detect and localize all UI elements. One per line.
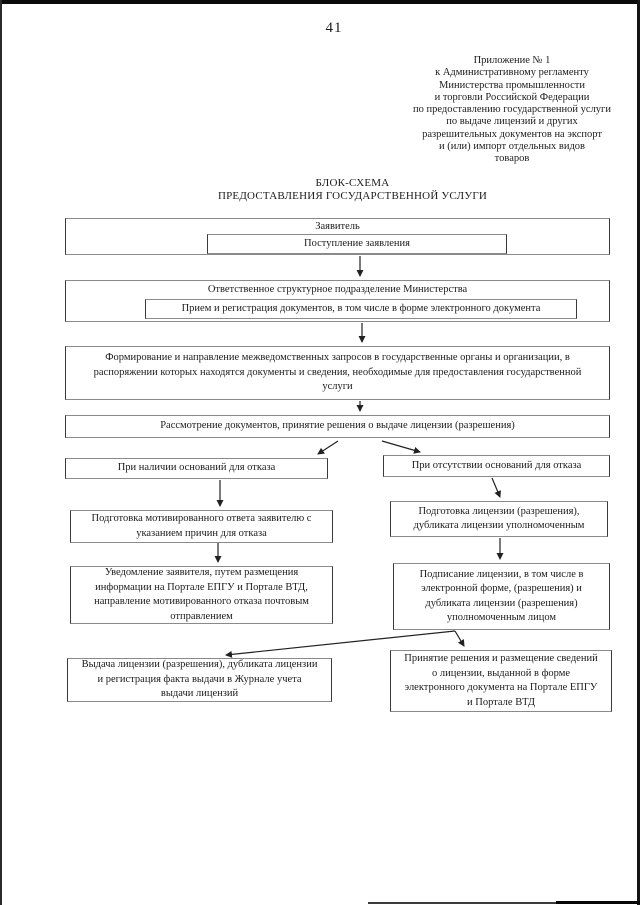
arrow-refusal-absent-to-preparation <box>491 477 501 498</box>
text-line: товаров <box>494 153 530 165</box>
scan-edge-left <box>0 0 2 905</box>
box-refusal-grounds-present: При наличии оснований для отказа <box>65 458 328 479</box>
box-ministry-department-label: Ответственное структурное подразделение … <box>207 284 468 295</box>
text-line: информации на Портале ЕПГУ и Портале ВТД… <box>95 581 308 593</box>
box-application-received: Поступление заявления <box>207 234 507 254</box>
box-interagency-requests: Формирование и направление межведомствен… <box>65 346 610 400</box>
text-line: Уведомление заявителя, путем размещения <box>104 567 299 578</box>
box-refusal-grounds-present-label: При наличии оснований для отказа <box>117 462 276 474</box>
box-applicant-label: Заявитель <box>315 221 360 232</box>
box-documents-registration-label: Прием и регистрация документов, в том чи… <box>181 303 541 314</box>
text-line: Подписание лицензии, в том числе в <box>419 568 584 580</box>
arrow-review-to-refusal-absent <box>381 440 421 454</box>
scan-edge-top <box>0 0 640 4</box>
text-line: и торговли Российской Федерации <box>434 91 590 103</box>
box-documents-review: Рассмотрение документов, принятие решени… <box>65 415 610 438</box>
text-line: Приложение № 1 <box>473 55 551 66</box>
text-line: электронной форме, (разрешения) и <box>421 583 582 594</box>
text-line: выдачи лицензий <box>160 688 239 700</box>
box-license-preparation: Подготовка лицензии (разрешения), дублика… <box>390 501 608 537</box>
text-line: по предоставлению государственной услуги <box>413 104 611 116</box>
box-license-signing: Подписание лицензии, в том числе в электр… <box>393 563 610 630</box>
scan-edge-bottom <box>368 902 640 904</box>
text-line: направление мотивированного отказа почто… <box>94 596 309 607</box>
text-line: разрешительных документов на экспорт <box>422 128 602 140</box>
text-line: Принятие решения и размещение сведений <box>404 653 598 664</box>
text-line: и регистрация факта выдачи в Журнале уче… <box>97 673 302 685</box>
scan-edge-bottom-dark <box>556 901 640 904</box>
text-line: дубликата лицензии (разрешения) <box>425 597 578 609</box>
text-line: уполномоченным лицом <box>446 612 557 623</box>
text-line: Выдача лицензии (разрешения), дубликата … <box>81 659 318 671</box>
text-line: Подготовка лицензии (разрешения), <box>418 505 580 517</box>
text-line: ПРЕДОСТАВЛЕНИЯ ГОСУДАРСТВЕННОЙ УСЛУГИ <box>217 189 488 202</box>
box-license-issuance: Выдача лицензии (разрешения), дубликата … <box>67 658 332 702</box>
box-motivated-refusal: Подготовка мотивированного ответа заявит… <box>70 510 333 543</box>
text-line: электронного документа на Портале ЕПГУ <box>404 682 598 693</box>
box-documents-registration: Прием и регистрация документов, в том чи… <box>145 299 577 319</box>
text-line: по выдаче лицензий и других <box>446 116 578 128</box>
text-line: дубликата лицензии уполномоченным <box>413 520 585 531</box>
text-line: указанием причин для отказа <box>136 527 267 539</box>
box-applicant-notification: Уведомление заявителя, путем размещения и… <box>70 566 333 624</box>
box-refusal-grounds-absent: При отсутствии оснований для отказа <box>383 455 610 477</box>
box-ministry-department: Ответственное структурное подразделение … <box>65 280 610 322</box>
arrow-signing-to-publication <box>454 630 465 647</box>
text-line: БЛОК-СХЕМА <box>315 177 390 189</box>
arrow-review-to-refusal-present <box>317 440 339 455</box>
box-decision-publication: Принятие решения и размещение сведений о … <box>390 650 612 712</box>
scan-edge-right <box>637 0 640 905</box>
text-line: услуги <box>322 381 353 393</box>
box-application-received-label: Поступление заявления <box>304 238 410 249</box>
text-line: о лицензии, выданной в форме <box>431 667 571 679</box>
text-line: Формирование и направление межведомствен… <box>105 352 570 364</box>
text-line: отправлением <box>170 610 233 622</box>
page-number: 41 <box>325 20 343 36</box>
text-line: к Административному регламенту <box>435 67 589 79</box>
text-line: и (или) импорт отдельных видов <box>438 141 586 153</box>
box-refusal-grounds-absent-label: При отсутствии оснований для отказа <box>411 459 582 471</box>
box-documents-review-label: Рассмотрение документов, принятие решени… <box>160 420 515 432</box>
text-line: Министерства промышленности <box>439 79 585 91</box>
text-line: распоряжении которых находятся документы… <box>93 366 582 378</box>
box-applicant: Заявитель <box>65 218 610 255</box>
text-line: и Портале ВТД <box>467 696 535 708</box>
text-line: Подготовка мотивированного ответа заявит… <box>91 513 312 524</box>
